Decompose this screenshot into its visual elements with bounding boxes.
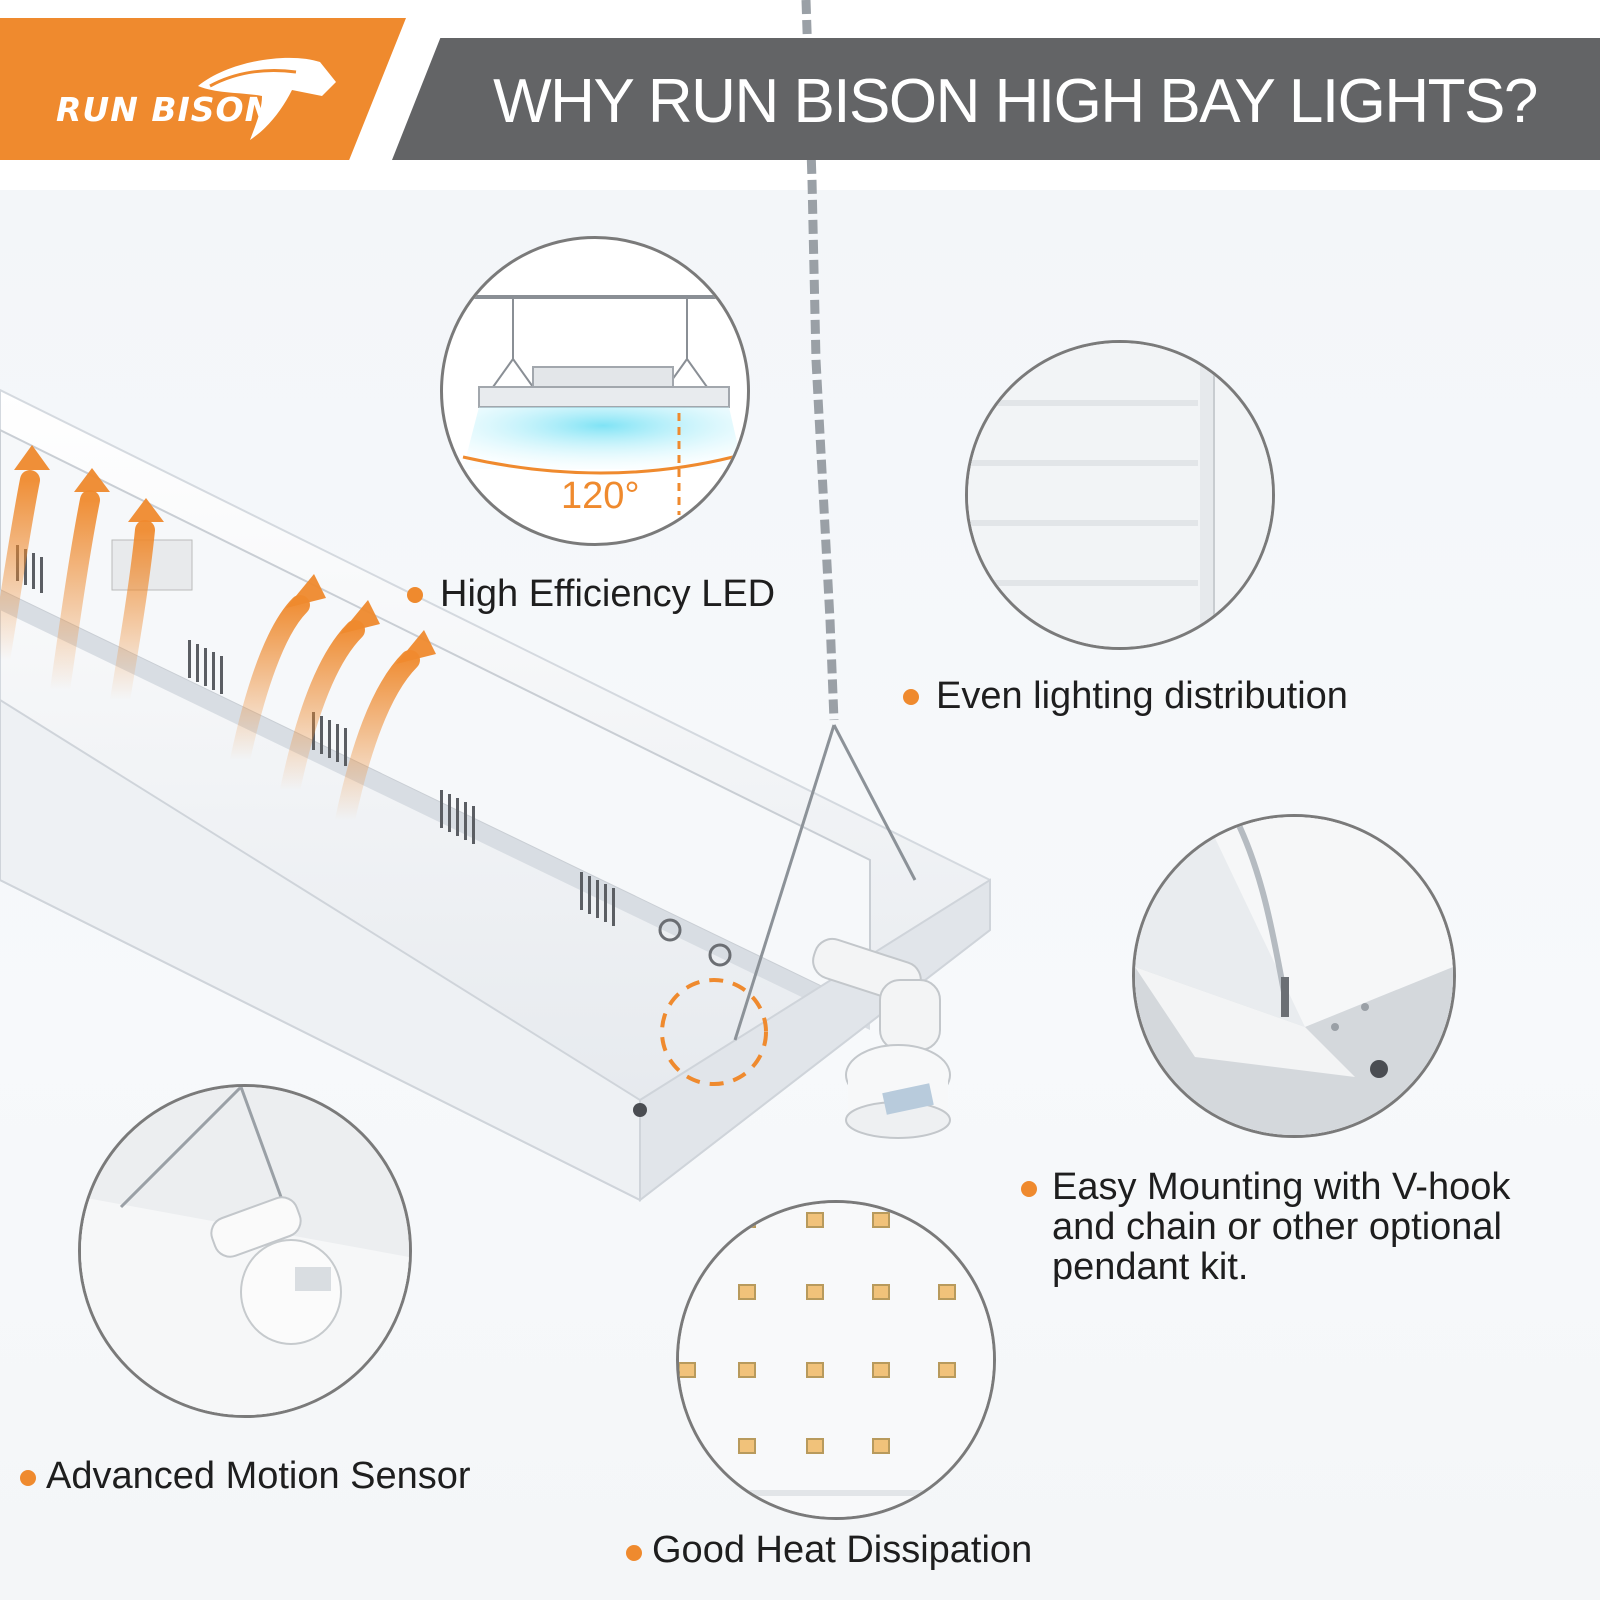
feature-easy-mounting: Easy Mounting with V-hook and chain or o… <box>1052 1167 1510 1287</box>
easy-mounting-line-2: and chain or other optional <box>1052 1206 1502 1248</box>
beam-angle-diagram <box>443 295 747 515</box>
heat-arrow-heads <box>14 445 436 664</box>
v-hook-icon <box>733 724 917 1041</box>
brand-logo-text: RUN BISON <box>56 90 274 129</box>
mounting-closeup-circle <box>1132 814 1456 1138</box>
motion-sensor-circle <box>78 1084 412 1418</box>
bullet-dot-icon <box>903 689 919 705</box>
led-chip-icon <box>679 1203 993 1517</box>
beam-angle-label: 120° <box>561 475 640 517</box>
page-title: WHY RUN BISON HIGH BAY LIGHTS? <box>493 67 1538 136</box>
bison-logo-icon <box>198 57 336 140</box>
feature-heat-dissipation: Good Heat Dissipation <box>652 1529 1033 1571</box>
heat-arrow-icon <box>0 470 420 830</box>
bullet-dot-icon <box>407 587 423 603</box>
easy-mounting-line-3: pendant kit. <box>1052 1246 1249 1288</box>
bullet-dot-icon <box>626 1545 642 1561</box>
motion-sensor-icon <box>812 937 951 1139</box>
hook-highlight-ring <box>660 978 768 1086</box>
easy-mounting-line-1: Easy Mounting with V-hook <box>1052 1166 1511 1208</box>
logo-band <box>0 18 406 160</box>
feature-motion-sensor: Advanced Motion Sensor <box>46 1455 471 1497</box>
feature-high-efficiency-led: High Efficiency LED <box>440 573 776 615</box>
led-panel-texture <box>968 343 1272 647</box>
motion-sensor-closeup <box>81 1087 409 1415</box>
even-lighting-circle <box>965 340 1275 650</box>
led-chips-circle <box>676 1200 996 1520</box>
v-hook-closeup <box>1135 817 1453 1135</box>
bullet-dot-icon <box>1021 1181 1037 1197</box>
feature-even-lighting: Even lighting distribution <box>936 675 1348 717</box>
title-band <box>392 38 1600 160</box>
bullet-dot-icon <box>20 1470 36 1486</box>
fixture-body <box>0 388 991 1203</box>
beam-angle-circle: 120° <box>440 236 750 546</box>
